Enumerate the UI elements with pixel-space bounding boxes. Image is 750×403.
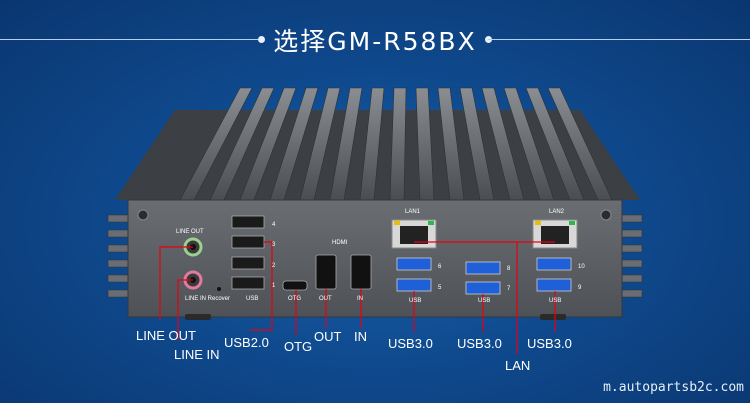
lan1-socket xyxy=(400,226,428,244)
panel-lan2-label: LAN2 xyxy=(549,209,565,215)
panel-usb3-label-b: USB xyxy=(478,298,490,304)
callout-usb30-c: USB3.0 xyxy=(527,336,572,351)
callout-lan: LAN xyxy=(505,358,531,373)
panel-in-label: IN xyxy=(357,296,363,302)
heatsink-fins xyxy=(179,87,613,201)
otg-port xyxy=(282,280,308,291)
panel-usb3-label-c: USB xyxy=(549,298,561,304)
lan2-led xyxy=(569,221,575,225)
panel-hdmi-label: HDMI xyxy=(332,240,348,246)
panel-port-number: 1 xyxy=(272,283,276,289)
foot-right xyxy=(540,314,566,320)
panel-port-number: 8 xyxy=(507,266,511,272)
panel-usb-label: USB xyxy=(246,296,258,302)
hdmi-out-port xyxy=(315,254,337,290)
lan1-led xyxy=(394,221,400,225)
panel-port-number: 5 xyxy=(438,285,442,291)
usb2-ports xyxy=(231,215,265,290)
title-bar: 选择GM-R58BX xyxy=(0,22,750,58)
panel-port-number: 4 xyxy=(272,222,276,228)
panel-port-number: 6 xyxy=(438,264,442,270)
panel-usb3-label-a: USB xyxy=(409,298,421,304)
title-line-left xyxy=(0,39,262,40)
panel-port-number: 7 xyxy=(507,286,511,292)
lan1-led xyxy=(428,221,434,225)
title-dot-left xyxy=(258,36,265,43)
recover-button xyxy=(217,287,221,291)
callout-otg: OTG xyxy=(284,339,313,354)
callout-out: OUT xyxy=(314,329,342,344)
panel-port-number: 3 xyxy=(272,242,276,248)
watermark: m.autopartsb2c.com xyxy=(603,380,744,395)
panel-lan1-label: LAN1 xyxy=(405,209,421,215)
callout-in: IN xyxy=(354,329,367,344)
callout-usb20: USB2.0 xyxy=(224,335,269,350)
callout-usb30-b: USB3.0 xyxy=(457,336,502,351)
lan2-led xyxy=(535,221,541,225)
callout-lines xyxy=(159,241,556,354)
title-line-right xyxy=(488,39,750,40)
panel-out-label: OUT xyxy=(319,296,332,302)
panel-line-in-recover-label: LINE IN Recover xyxy=(185,296,230,302)
callout-line-in: LINE IN xyxy=(174,347,220,362)
page-title: 选择GM-R58BX xyxy=(273,27,477,56)
callout-usb30-a: USB3.0 xyxy=(388,336,433,351)
hdmi-in-port xyxy=(350,254,372,290)
screw-icon xyxy=(137,209,149,221)
callout-line-out: LINE OUT xyxy=(136,328,196,343)
panel-line-out-label: LINE OUT xyxy=(176,229,204,235)
panel-port-number: 9 xyxy=(578,285,582,291)
panel-port-number: 2 xyxy=(272,263,276,269)
foot-left xyxy=(185,314,211,320)
screw-icon xyxy=(600,209,612,221)
usb3-ports xyxy=(396,257,572,295)
panel-port-number: 10 xyxy=(578,264,585,270)
lan2-socket xyxy=(541,226,569,244)
panel-otg-label: OTG xyxy=(288,296,301,302)
